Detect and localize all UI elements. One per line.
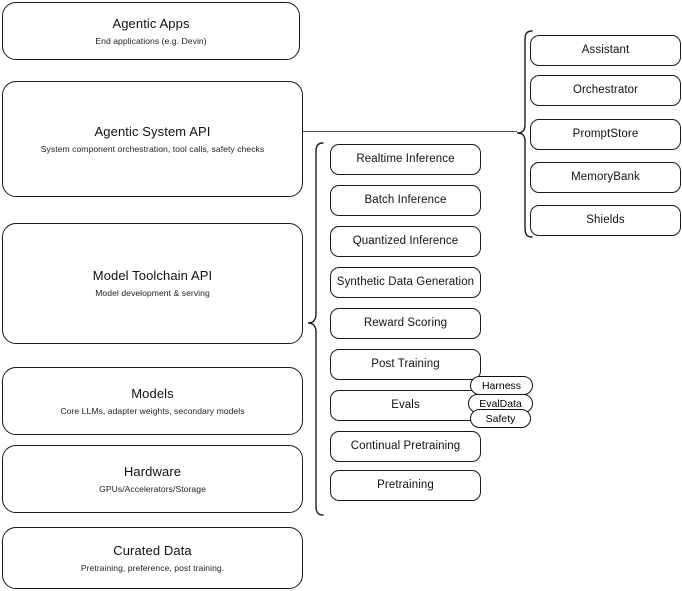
layer-model-toolchain-api[interactable]: Model Toolchain API Model development & … bbox=[2, 223, 303, 344]
component-evals[interactable]: Evals bbox=[330, 390, 481, 421]
component-label: PromptStore bbox=[572, 128, 639, 141]
layer-agentic-apps[interactable]: Agentic Apps End applications (e.g. Devi… bbox=[2, 2, 300, 60]
component-assistant[interactable]: Assistant bbox=[530, 35, 681, 66]
component-orchestrator[interactable]: Orchestrator bbox=[530, 75, 681, 106]
component-reward-scoring[interactable]: Reward Scoring bbox=[330, 308, 481, 339]
component-label: Quantized Inference bbox=[352, 235, 459, 248]
component-pretraining[interactable]: Pretraining bbox=[330, 470, 481, 501]
layer-title: Model Toolchain API bbox=[92, 268, 213, 283]
component-label: Assistant bbox=[581, 44, 630, 57]
component-promptstore[interactable]: PromptStore bbox=[530, 119, 681, 150]
component-label: Realtime Inference bbox=[356, 153, 455, 166]
layer-curated-data[interactable]: Curated Data Pretraining, preference, po… bbox=[2, 527, 303, 589]
component-label: Pretraining bbox=[377, 479, 434, 492]
component-realtime-inference[interactable]: Realtime Inference bbox=[330, 144, 481, 175]
component-label: Shields bbox=[586, 214, 625, 227]
layer-title: Models bbox=[131, 385, 174, 401]
component-post-training[interactable]: Post Training bbox=[330, 349, 481, 380]
component-label: Synthetic Data Generation bbox=[336, 276, 475, 289]
layer-title: Hardware bbox=[123, 463, 182, 479]
component-label: Post Training bbox=[371, 358, 440, 371]
layer-title: Agentic System API bbox=[94, 123, 211, 139]
layer-models[interactable]: Models Core LLMs, adapter weights, secon… bbox=[2, 367, 303, 435]
component-batch-inference[interactable]: Batch Inference bbox=[330, 185, 481, 216]
component-label: MemoryBank bbox=[571, 171, 640, 184]
layer-agentic-system-api[interactable]: Agentic System API System component orch… bbox=[2, 81, 303, 197]
layer-hardware[interactable]: Hardware GPUs/Accelerators/Storage bbox=[2, 445, 303, 513]
component-label: Reward Scoring bbox=[363, 317, 448, 330]
component-label: Batch Inference bbox=[364, 194, 447, 207]
layer-subtitle: Core LLMs, adapter weights, secondary mo… bbox=[60, 405, 245, 416]
brace-toolchain-components bbox=[306, 142, 324, 516]
layer-title: Curated Data bbox=[113, 542, 192, 558]
layer-subtitle: End applications (e.g. Devin) bbox=[95, 35, 207, 46]
component-label: Orchestrator bbox=[572, 84, 639, 97]
component-synthetic-data-generation[interactable]: Synthetic Data Generation bbox=[330, 267, 481, 298]
layer-title: Agentic Apps bbox=[112, 15, 190, 31]
pill-label: Harness bbox=[481, 379, 522, 392]
layer-subtitle: Pretraining, preference, post training. bbox=[80, 562, 225, 573]
layer-subtitle: Model development & serving bbox=[95, 288, 210, 299]
pill-label: EvalData bbox=[479, 397, 522, 410]
pill-label: Safety bbox=[485, 412, 516, 425]
component-label: Evals bbox=[391, 399, 420, 412]
evals-subcomponent-harness[interactable]: Harness bbox=[470, 376, 533, 395]
brace-system-components bbox=[515, 30, 533, 238]
evals-subcomponent-safety[interactable]: Safety bbox=[470, 409, 531, 428]
component-quantized-inference[interactable]: Quantized Inference bbox=[330, 226, 481, 257]
component-label: Continual Pretraining bbox=[350, 440, 461, 453]
layer-subtitle: GPUs/Accelerators/Storage bbox=[99, 483, 206, 494]
component-memorybank[interactable]: MemoryBank bbox=[530, 162, 681, 193]
component-shields[interactable]: Shields bbox=[530, 205, 681, 236]
layer-subtitle: System component orchestration, tool cal… bbox=[40, 143, 265, 154]
component-continual-pretraining[interactable]: Continual Pretraining bbox=[330, 431, 481, 462]
connector-system-api-to-components bbox=[303, 131, 517, 133]
